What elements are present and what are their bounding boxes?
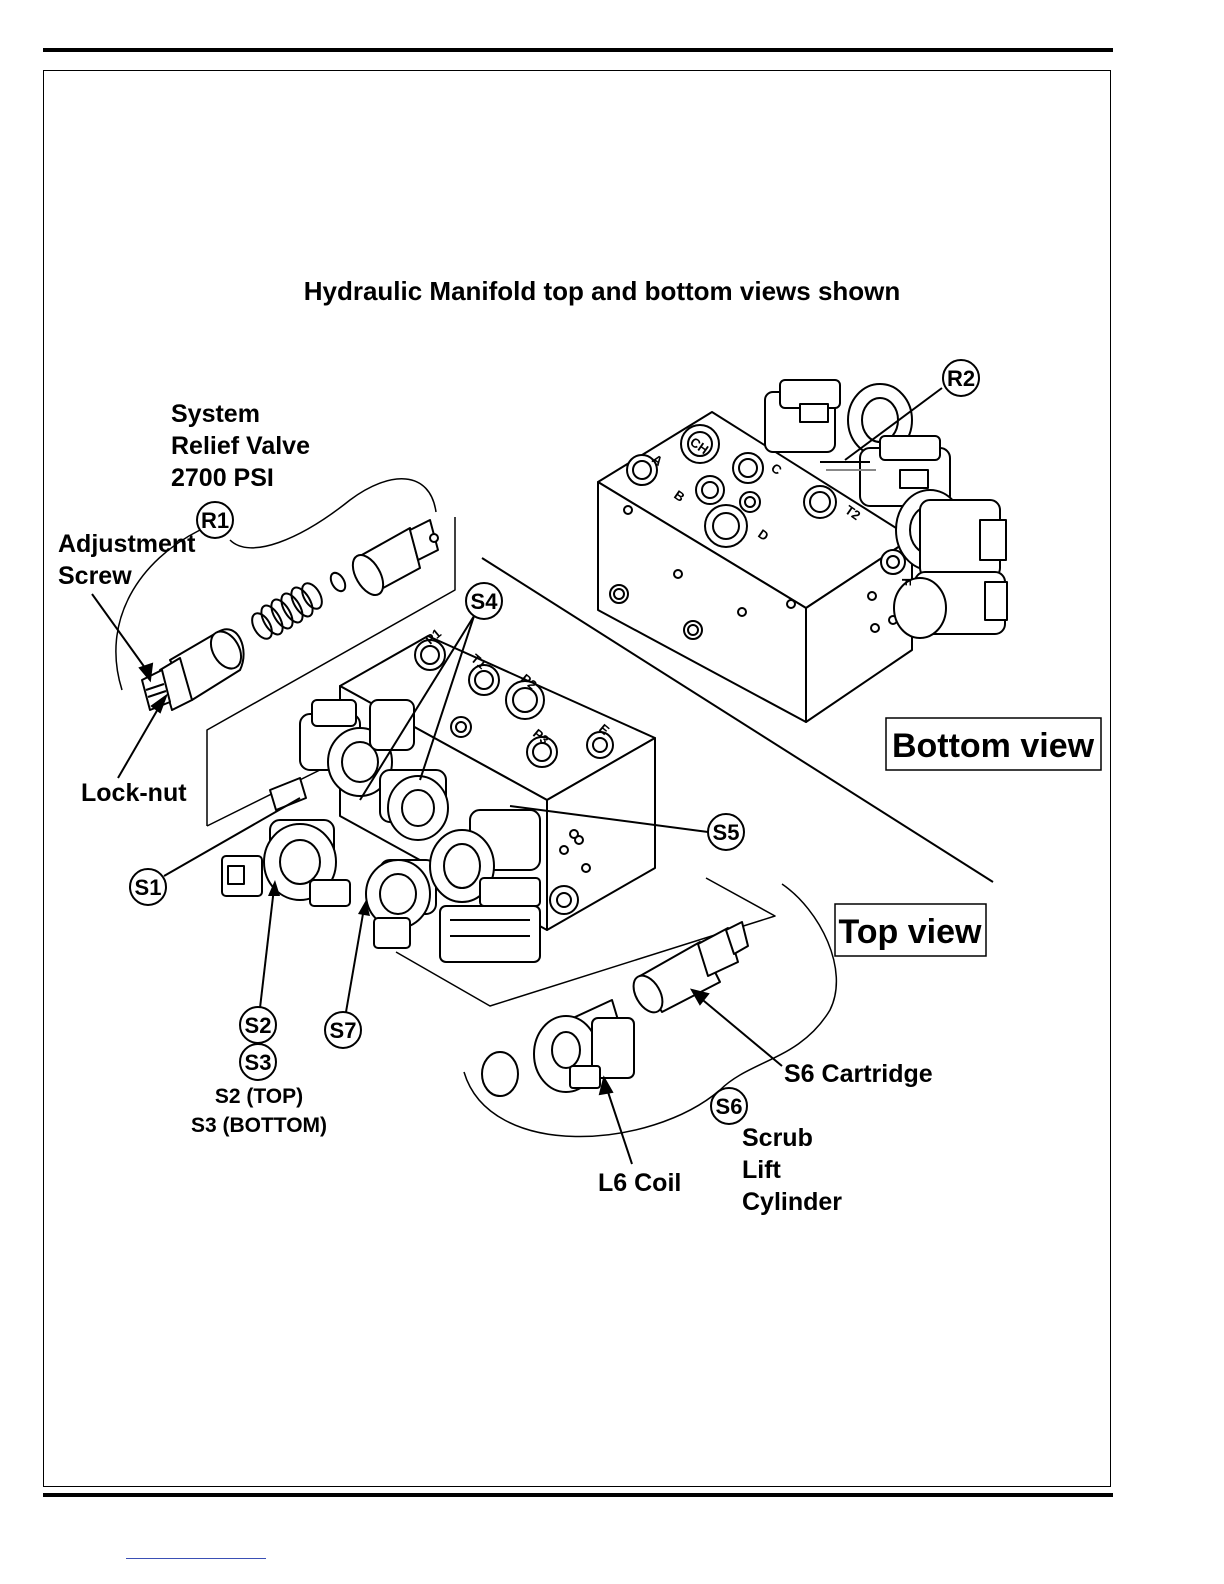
scrub-lift-label-line3: Cylinder xyxy=(742,1188,842,1216)
top-view-label-box: Top view xyxy=(835,904,986,956)
svg-text:S3: S3 xyxy=(245,1050,272,1075)
svg-text:S5: S5 xyxy=(713,820,740,845)
lock-nut-label: Lock-nut xyxy=(81,779,187,807)
callout-S7: S7 xyxy=(325,900,370,1048)
diagram-title: Hydraulic Manifold top and bottom views … xyxy=(304,276,901,306)
svg-text:S4: S4 xyxy=(471,589,499,614)
port-label-F: F xyxy=(899,578,914,586)
s6-cartridge-label: S6 Cartridge xyxy=(784,1060,933,1088)
l6-coil-label: L6 Coil xyxy=(598,1169,681,1197)
svg-text:Bottom view: Bottom view xyxy=(892,727,1095,765)
bottom-view-label-box: Bottom view xyxy=(886,718,1101,770)
adjustment-screw-label-line1: Adjustment xyxy=(58,530,196,558)
callout-S6: S6 xyxy=(711,1088,747,1124)
s2-top-label: S2 (TOP) xyxy=(215,1085,303,1108)
svg-text:S2: S2 xyxy=(245,1013,272,1038)
svg-text:R1: R1 xyxy=(201,508,229,533)
system-relief-label-line2: Relief Valve xyxy=(171,432,310,460)
svg-text:Top view: Top view xyxy=(839,913,982,951)
callout-R1: R1 xyxy=(197,502,233,538)
svg-text:S7: S7 xyxy=(330,1018,357,1043)
svg-text:S6: S6 xyxy=(716,1094,743,1119)
svg-text:R2: R2 xyxy=(947,366,975,391)
system-relief-label-line1: System xyxy=(171,400,260,428)
scrub-lift-label-line2: Lift xyxy=(742,1156,782,1184)
system-relief-label-line3: 2700 PSI xyxy=(171,464,274,492)
adjustment-screw-label-line2: Screw xyxy=(58,562,132,590)
s3-bottom-label: S3 (BOTTOM) xyxy=(191,1114,327,1137)
callout-S3: S3 xyxy=(240,1044,276,1080)
callout-S2: S2 xyxy=(240,880,280,1043)
svg-text:S1: S1 xyxy=(135,875,162,900)
scrub-lift-label-line1: Scrub xyxy=(742,1124,813,1152)
